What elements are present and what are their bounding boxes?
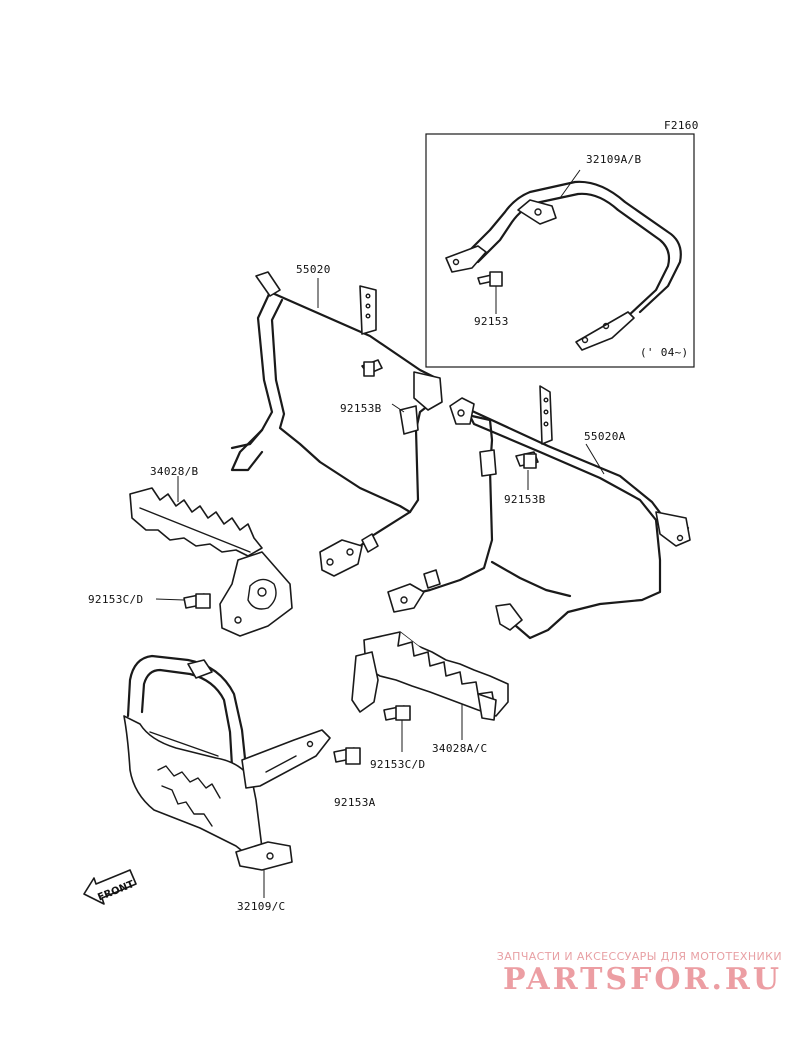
inset-frame xyxy=(425,133,695,368)
figure-code: F2160 xyxy=(664,119,699,132)
right-step-bolt-part: 92153C/D xyxy=(370,705,425,771)
left-frame-bolt-part: 92153B xyxy=(340,359,405,415)
callout-right-step-bolt: 92153C/D xyxy=(370,758,425,771)
callout-left-step: 34028/B xyxy=(150,465,199,478)
callout-inset-bolt: 92153 xyxy=(474,315,509,328)
front-guard-part: 32109/C xyxy=(123,654,331,913)
callout-right-frame-bolt: 92153B xyxy=(504,493,546,506)
left-frame-part: 55020 xyxy=(230,263,443,577)
callout-left-frame-bolt: 92153B xyxy=(340,402,382,415)
callout-left-frame: 55020 xyxy=(296,263,331,276)
rear-guard-part xyxy=(445,180,682,351)
callout-right-step: 34028A/C xyxy=(432,742,487,755)
watermark: ЗАПЧАСТИ И АКСЕССУАРЫ ДЛЯ МОТОТЕХНИКИ PA… xyxy=(472,950,782,997)
callout-front-guard: 32109/C xyxy=(237,900,285,913)
inset-bolt-part xyxy=(477,271,503,314)
callout-rear-guard: 32109A/B xyxy=(586,153,641,166)
left-step-part: 34028/B xyxy=(129,465,293,637)
year-note: (' 04~) xyxy=(640,346,688,359)
callout-right-frame: 55020A xyxy=(584,430,626,443)
right-frame-bolt-part: 92153B xyxy=(504,451,546,506)
inset-box: F2160 32109A/B 92153 ( xyxy=(425,119,699,368)
front-guard-bolt-part: 92153A xyxy=(333,747,376,809)
right-frame-part: 55020A xyxy=(387,385,691,640)
right-step-part: 34028A/C xyxy=(351,631,509,755)
watermark-logo: PARTSFOR.RU xyxy=(503,962,782,997)
callout-left-step-bolt: 92153C/D xyxy=(88,593,143,606)
front-direction-arrow: FRONT xyxy=(83,869,137,905)
left-step-bolt-part: 92153C/D xyxy=(88,593,211,609)
watermark-tagline: ЗАПЧАСТИ И АКСЕССУАРЫ ДЛЯ МОТОТЕХНИКИ xyxy=(496,950,782,963)
callout-front-guard-bolt: 92153A xyxy=(334,796,376,809)
